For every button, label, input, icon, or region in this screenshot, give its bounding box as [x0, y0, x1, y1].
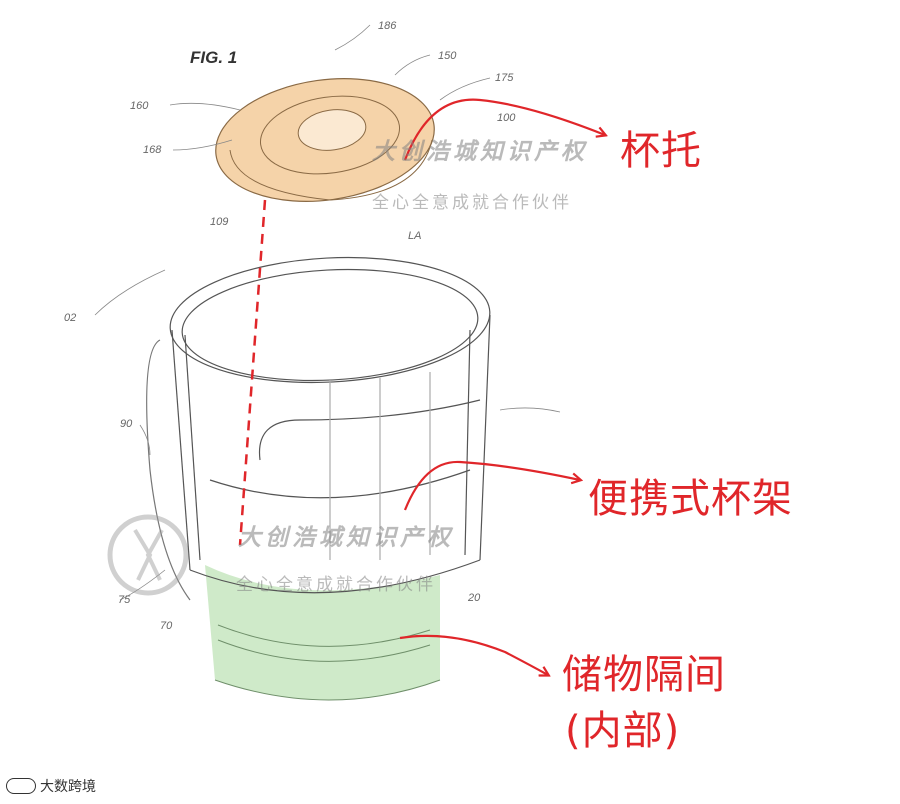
ref-168: 168 — [143, 144, 162, 156]
annotation-cup-holder: 杯托 — [620, 128, 702, 174]
ref-186: 186 — [378, 20, 397, 32]
ref-160: 160 — [130, 100, 149, 112]
watermark-line1-top: 大创浩城知识产权 — [372, 139, 588, 165]
ref-la: LA — [408, 230, 422, 242]
leader-lines — [94, 24, 561, 601]
ref-90: 90 — [120, 418, 133, 430]
brand-name: 大数跨境 — [40, 779, 96, 795]
watermark-logo — [107, 514, 189, 596]
arrow-cup-holder — [403, 98, 605, 161]
alignment-dashed-line — [238, 199, 267, 546]
annotation-storage-line2: (内部) — [565, 708, 681, 754]
ref-175: 175 — [495, 72, 514, 84]
ref-100: 100 — [497, 112, 516, 124]
footer-brand: 大数跨境 — [6, 776, 96, 796]
figure-label: FIG. 1 — [190, 48, 238, 67]
ref-70: 70 — [160, 620, 173, 632]
watermark-line1-bottom: 大创浩城知识产权 — [238, 525, 454, 551]
ref-75: 75 — [118, 594, 131, 606]
storage-compartment — [205, 565, 441, 701]
ref-109: 109 — [210, 216, 229, 228]
arrow-portable-holder — [403, 460, 580, 511]
annotation-storage-line1: 储物隔间 — [562, 652, 726, 698]
annotation-portable-holder: 便携式杯架 — [588, 476, 793, 522]
ref-02: 02 — [64, 312, 77, 324]
watermark-line2-bottom: 全心全意成就合作伙伴 — [236, 575, 436, 595]
brand-logo-icon — [6, 778, 36, 794]
watermark-line2-top: 全心全意成就合作伙伴 — [372, 193, 572, 213]
ref-150: 150 — [438, 50, 457, 62]
portable-cup-holder-body — [146, 256, 491, 601]
arrow-storage — [399, 634, 548, 675]
cup-holder-lid — [215, 78, 435, 202]
ref-20: 20 — [468, 592, 481, 604]
